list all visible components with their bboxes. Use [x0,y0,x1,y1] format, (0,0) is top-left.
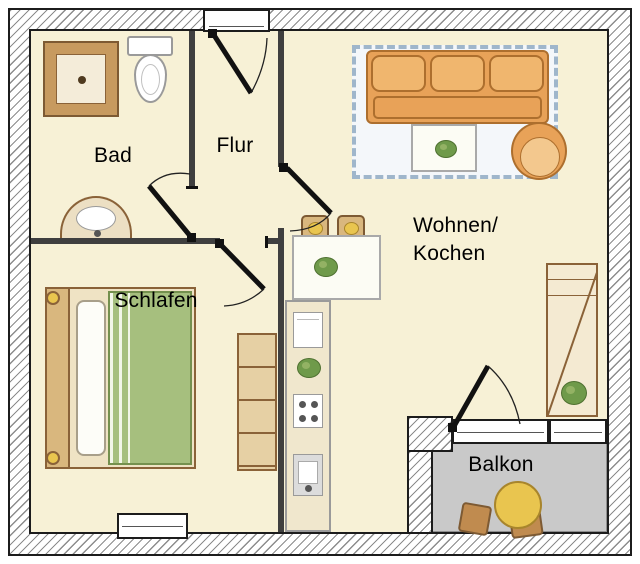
bed-blanket [108,291,192,465]
balcony-wall-left [407,450,433,534]
toilet-tank-icon [127,36,173,56]
sofa-cushion [430,55,485,92]
plant-icon [561,381,587,405]
shower-drain [78,76,86,84]
room-label-balkon: Balkon [468,453,534,476]
plant-icon [314,257,338,277]
sofa-cushion [371,55,426,92]
sofa-icon [366,50,549,124]
room-label-wohnen-line2: Kochen [413,242,486,265]
bed-pillow [76,300,106,456]
shower-icon [43,41,119,117]
entrance-door [203,9,270,32]
schlafen-window [117,513,188,539]
stove-icon [293,394,323,428]
wall-bad-schlafen [31,238,190,244]
wardrobe-icon [237,333,277,471]
dining-table-icon [292,235,381,300]
room-label-bad: Bad [94,144,132,167]
washbasin-tap [94,230,101,237]
balcony-window [549,419,607,444]
bed-knob-bottom [46,451,60,465]
shelf-unit-icon [546,263,598,417]
balcony-door [452,419,549,444]
kitchen-counter-icon [285,300,331,532]
sofa-cushion [489,55,544,92]
bed-headboard [45,287,70,469]
balcony-wall-corner [407,416,453,452]
plant-icon [297,358,321,378]
blanket-fold [110,293,130,463]
balcony-table-icon [494,481,542,529]
balcony-stool-icon [457,501,493,537]
room-label-wohnen-line1: Wohnen/ [413,214,499,237]
wall-bad-flur [189,31,195,188]
kitchen-appliance [293,312,323,348]
washbasin-bowl [76,206,116,231]
armchair-icon [511,122,567,180]
wall-flur-wohnen [278,31,284,167]
wall-flur-schlafen-right [267,238,284,244]
wall-schlafen-wohnen [278,238,284,532]
coffee-table-icon [411,124,477,172]
toilet-icon [134,54,167,103]
wall-flur-wohnen-stub [278,228,284,241]
room-label-wohnen-kochen: Wohnen/ Kochen [413,212,498,268]
bed-knob-top [46,291,60,305]
plant-icon [435,140,457,158]
stove-burners [299,401,306,408]
wall-flur-schlafen-left [189,238,220,244]
sofa-seat [373,96,542,119]
kitchen-sink-icon [293,454,323,496]
room-label-flur: Flur [216,134,254,157]
room-label-schlafen: Schlafen [114,289,198,312]
